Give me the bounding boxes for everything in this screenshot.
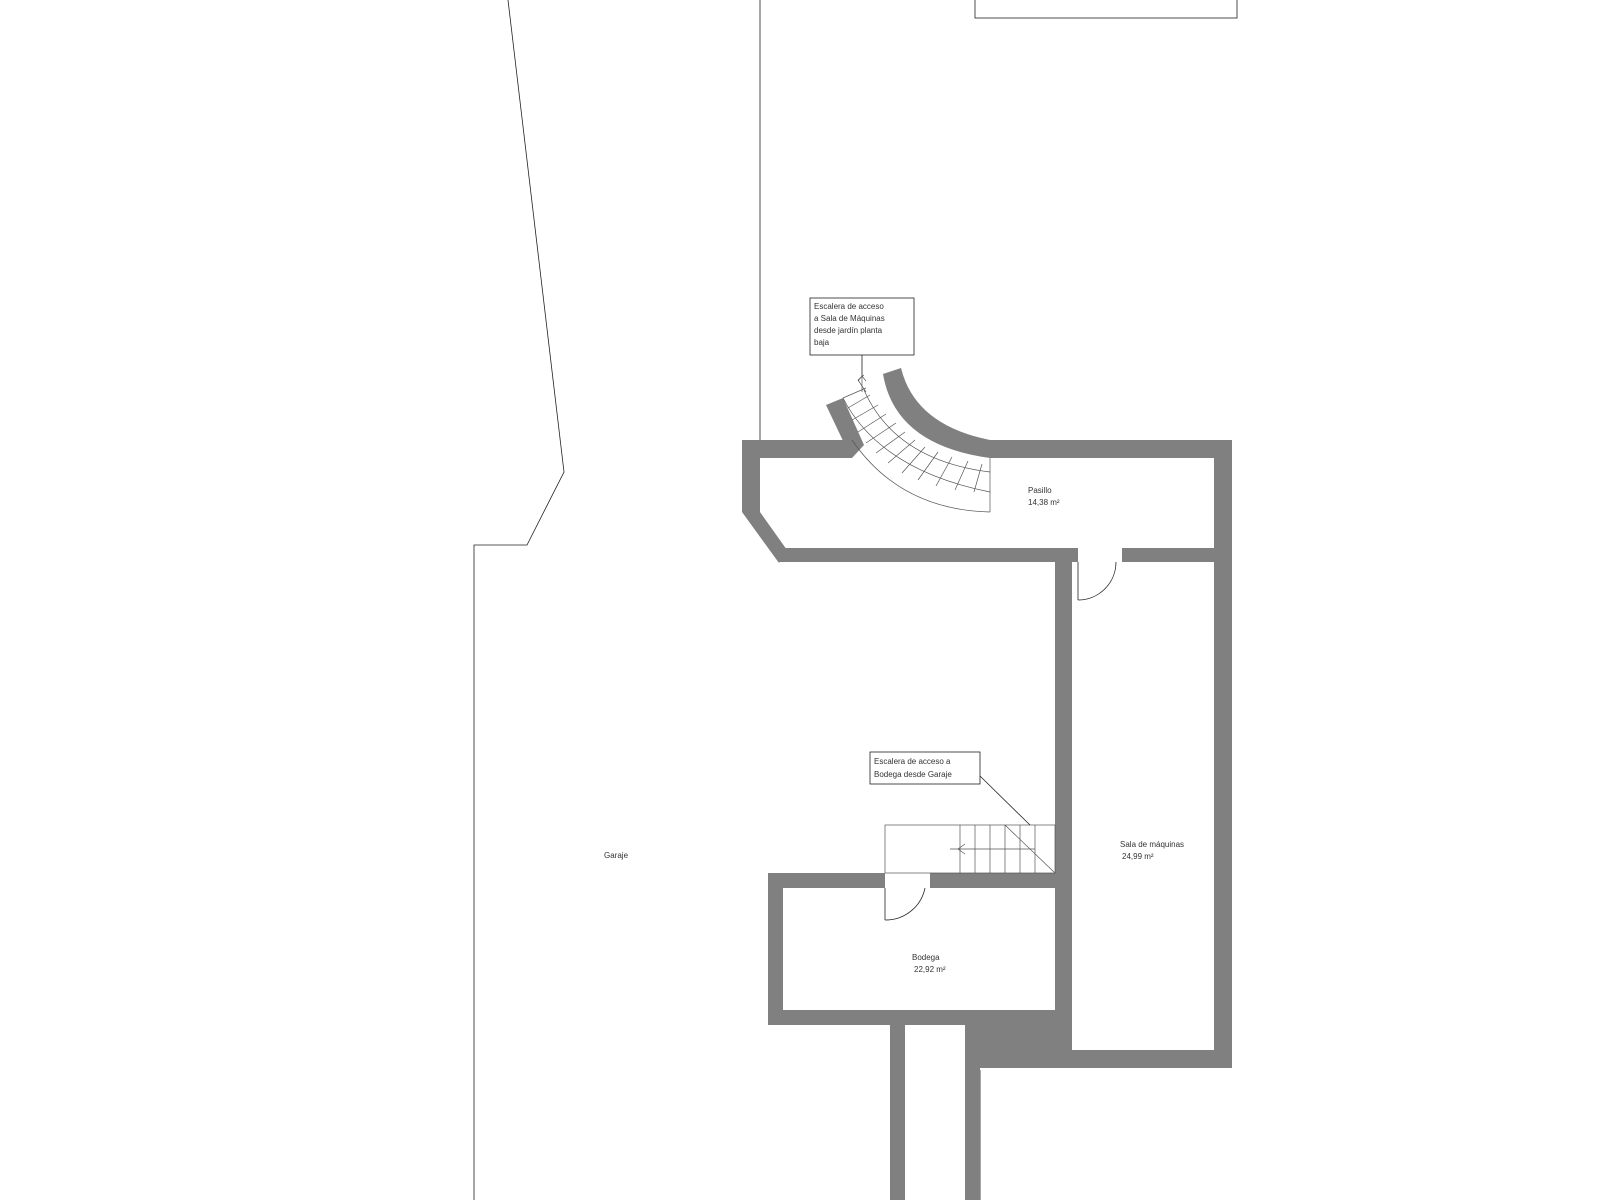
sala-maquinas-area: 24,99 m² <box>1122 852 1154 861</box>
walls <box>742 368 1232 1200</box>
note-garden-stair: Escalera de acceso a Sala de Máquinas de… <box>809 297 915 356</box>
wall-bodega-top-right <box>930 873 1055 888</box>
garage-boundary-line <box>473 0 565 1200</box>
door-bodega <box>884 887 926 921</box>
upper-structure-outline <box>974 0 1238 19</box>
wall-right-outer <box>1214 440 1232 1068</box>
note-bodega-stair: Escalera de acceso a Bodega desde Garaje <box>869 751 981 785</box>
bodega-name: Bodega <box>912 953 940 962</box>
garaje-name: Garaje <box>604 851 629 860</box>
wall-spiral-curve <box>883 368 990 458</box>
room-label-sala-maquinas: Sala de máquinas 24,99 m² <box>1120 840 1184 861</box>
wall-corridor-left <box>890 1010 905 1200</box>
note-garden-line1: Escalera de acceso <box>814 302 884 311</box>
wall-pasillo-bottom-right <box>1122 548 1214 562</box>
room-label-garaje: Garaje <box>604 851 629 860</box>
note-bodega-line2: Bodega desde Garaje <box>874 770 952 779</box>
sala-maquinas-name: Sala de máquinas <box>1120 840 1184 849</box>
wall-bodega-bottom <box>768 1010 980 1025</box>
wall-pasillo-bottom <box>779 548 1078 562</box>
door-sala-maquinas <box>1077 561 1117 601</box>
note-garden-line2: a Sala de Máquinas <box>814 314 885 323</box>
wall-pasillo-top-right <box>990 440 1232 458</box>
arrow-left-icon <box>957 843 966 855</box>
wall-corridor-right <box>965 1010 980 1200</box>
room-label-pasillo: Pasillo 14,38 m² <box>1028 486 1060 507</box>
bodega-area: 22,92 m² <box>914 965 946 974</box>
note-garden-line3: desde jardín planta <box>814 326 883 335</box>
pasillo-name: Pasillo <box>1028 486 1052 495</box>
pasillo-area: 14,38 m² <box>1028 498 1060 507</box>
doors <box>884 561 1117 921</box>
straight-stair <box>884 824 1056 874</box>
wall-pasillo-left <box>742 440 787 563</box>
room-label-bodega: Bodega 22,92 m² <box>912 953 946 974</box>
leader-line-bodega-stair <box>979 775 1031 826</box>
wall-bodega-left <box>768 873 783 1025</box>
note-bodega-line1: Escalera de acceso a <box>874 757 951 766</box>
wall-pasillo-top-left <box>742 440 852 458</box>
wall-central-vertical <box>1055 548 1072 1052</box>
wall-solid-block <box>980 1010 1055 1068</box>
wall-bodega-top-left <box>768 873 885 888</box>
note-garden-line4: baja <box>814 338 830 347</box>
